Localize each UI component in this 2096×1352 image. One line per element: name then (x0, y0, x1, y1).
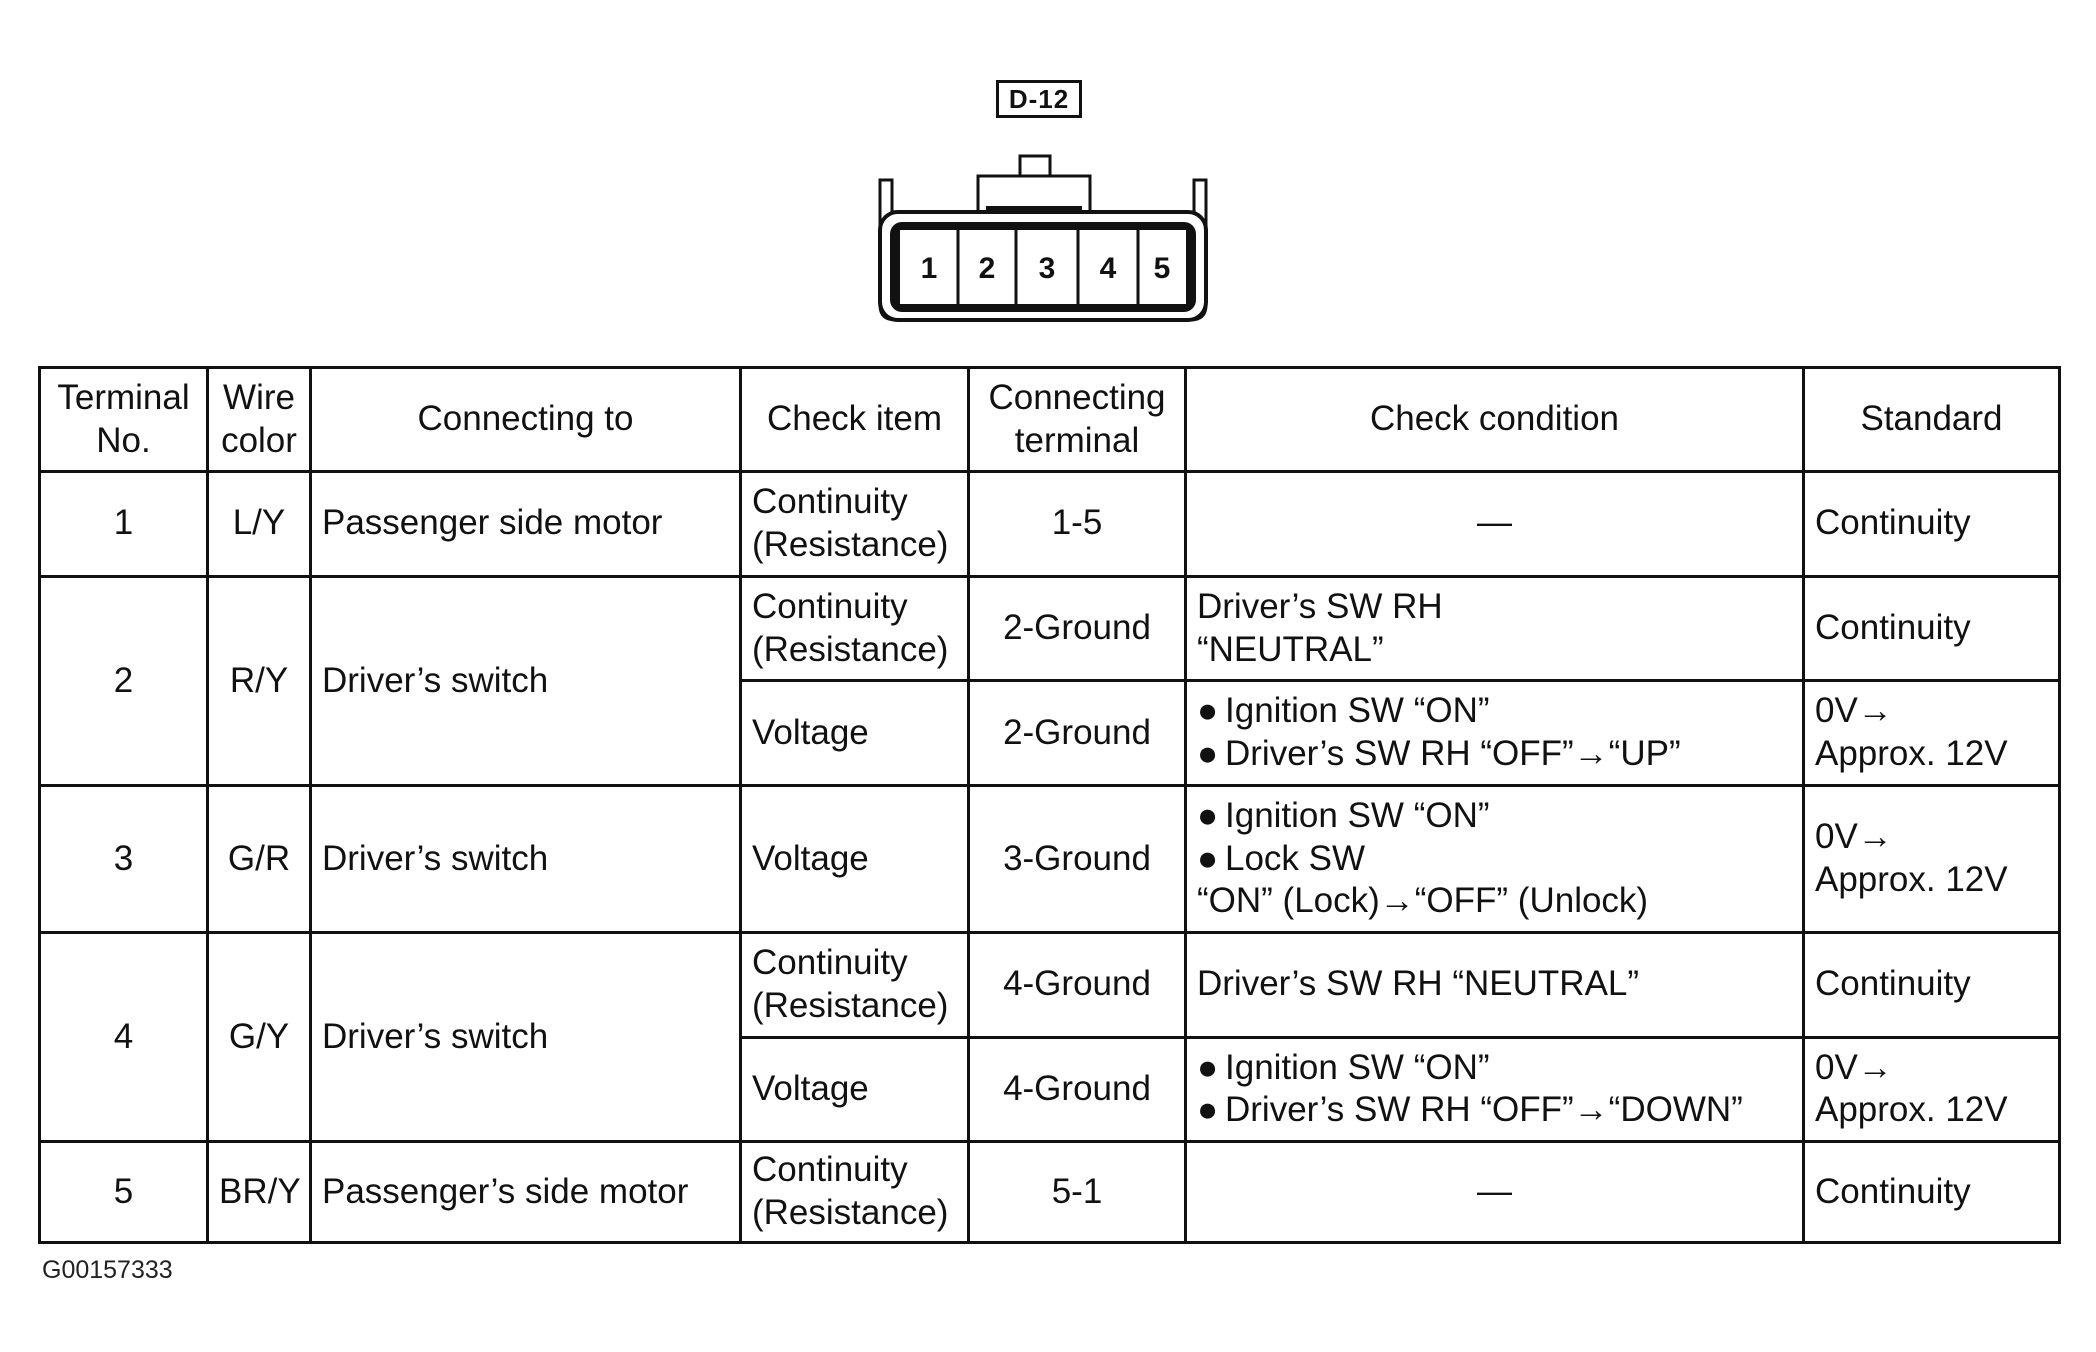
terminal-number: 2 (38, 574, 209, 788)
pin-1-label: 1 (921, 252, 938, 285)
wire-color: G/R (206, 784, 312, 934)
check-item: Continuity(Resistance) (739, 574, 970, 683)
connecting-terminal: 2-Ground (967, 679, 1187, 788)
check-item: Voltage (739, 1035, 970, 1144)
table-row: 2 R/Y Driver’s switch Continuity(Resista… (38, 574, 2061, 788)
standard: 0V→Approx. 12V (1802, 1035, 2061, 1144)
pin-3-label: 3 (1039, 252, 1056, 285)
check-condition: ●Ignition SW “ON” ●Driver’s SW RH “OFF”→… (1184, 1035, 1805, 1144)
connecting-to: Passenger side motor (309, 470, 742, 578)
standard: Continuity (1802, 930, 2061, 1039)
bullet-icon: ● (1197, 734, 1219, 774)
connecting-terminal: 4-Ground (967, 1035, 1187, 1144)
check-item: Continuity(Resistance) (739, 930, 970, 1039)
table-row: 3 G/R Driver’s switch Voltage 3-Ground ●… (38, 784, 2061, 934)
terminal-number: 1 (38, 470, 209, 578)
connector-diagram: 1 2 3 4 5 (878, 154, 1208, 322)
header-check-item: Check item (739, 366, 970, 473)
check-item: Continuity(Resistance) (739, 470, 970, 578)
connecting-to: Passenger’s side motor (309, 1140, 742, 1244)
wire-color: BR/Y (206, 1140, 312, 1244)
check-condition: ●Ignition SW “ON” ●Lock SW “ON” (Lock)→“… (1184, 784, 1805, 934)
check-condition: — (1184, 1140, 1805, 1244)
bullet-icon: ● (1197, 691, 1219, 731)
table-row: 1 L/Y Passenger side motor Continuity(Re… (38, 470, 2061, 578)
terminal-number: 4 (38, 930, 209, 1144)
connecting-terminal: 2-Ground (967, 574, 1187, 683)
connecting-terminal: 1-5 (967, 470, 1187, 578)
header-connecting-to: Connecting to (309, 366, 742, 473)
header-check-condition: Check condition (1184, 366, 1805, 473)
standard: 0V→Approx. 12V (1802, 784, 2061, 934)
figure-id: G00157333 (42, 1256, 173, 1284)
table-row: 5 BR/Y Passenger’s side motor Continuity… (38, 1140, 2061, 1244)
header-standard: Standard (1802, 366, 2061, 473)
connecting-to: Driver’s switch (309, 784, 742, 934)
connector-label: D-12 (996, 80, 1082, 118)
check-item: Voltage (739, 784, 970, 934)
connecting-to: Driver’s switch (309, 930, 742, 1144)
pin-4-label: 4 (1100, 252, 1117, 285)
connecting-terminal: 4-Ground (967, 930, 1187, 1039)
table-row: 4 G/Y Driver’s switch Continuity(Resista… (38, 930, 2061, 1144)
table-row: Voltage 2-Ground ●Ignition SW “ON” ●Driv… (40, 679, 2061, 788)
terminal-number: 5 (38, 1140, 209, 1244)
standard: Continuity (1802, 574, 2061, 683)
check-condition: Driver’s SW RH “NEUTRAL” (1184, 930, 1805, 1039)
bullet-icon: ● (1197, 1047, 1219, 1087)
wire-color: R/Y (206, 574, 312, 788)
check-condition: ●Ignition SW “ON” ●Driver’s SW RH “OFF”→… (1184, 679, 1805, 788)
standard: 0V→Approx. 12V (1802, 679, 2061, 788)
standard: Continuity (1802, 470, 2061, 578)
terminal-number: 3 (38, 784, 209, 934)
connecting-to: Driver’s switch (309, 574, 742, 788)
connecting-terminal: 3-Ground (967, 784, 1187, 934)
check-condition: — (1184, 470, 1805, 578)
check-item: Voltage (739, 679, 970, 788)
wire-color: G/Y (206, 930, 312, 1144)
connecting-terminal: 5-1 (967, 1140, 1187, 1244)
bullet-icon: ● (1197, 838, 1219, 878)
standard: Continuity (1802, 1140, 2061, 1244)
check-condition: Driver’s SW RH“NEUTRAL” (1184, 574, 1805, 683)
check-item: Continuity(Resistance) (739, 1140, 970, 1244)
pin-5-label: 5 (1154, 252, 1171, 285)
bullet-icon: ● (1197, 1090, 1219, 1130)
pin-2-label: 2 (979, 252, 996, 285)
table-row: Voltage 4-Ground ●Ignition SW “ON” ●Driv… (40, 1035, 2061, 1144)
bullet-icon: ● (1197, 795, 1219, 835)
wire-color: L/Y (206, 470, 312, 578)
